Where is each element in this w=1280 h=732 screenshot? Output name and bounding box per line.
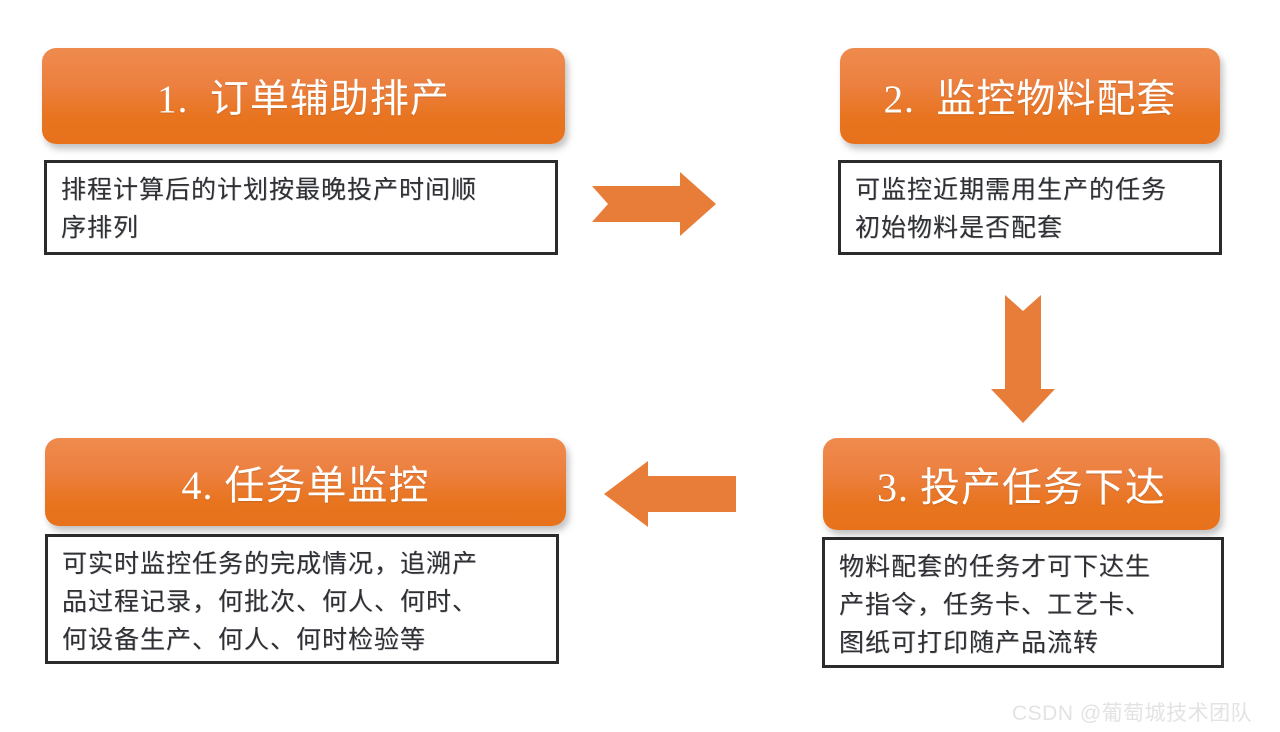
step-2-title: 2. 监控物料配套: [883, 78, 1177, 121]
step-1-description-box: 排程计算后的计划按最晚投产时间顺 序排列: [44, 160, 558, 255]
step-3-header[interactable]: 3. 投产任务下达: [823, 438, 1220, 530]
arrow-down-icon: [991, 295, 1055, 423]
step-4-title: 4. 任务单监控: [181, 463, 430, 508]
step-3-title: 3. 投产任务下达: [877, 465, 1166, 510]
step-2-description-text: 可监控近期需用生产的任务 初始物料是否配套: [855, 177, 1168, 242]
step-4-description-box: 可实时监控任务的完成情况，追溯产 品过程记录，何批次、何人、何时、 何设备生产、…: [45, 534, 559, 664]
step-2-description-box: 可监控近期需用生产的任务 初始物料是否配套: [838, 160, 1222, 255]
step-3-description-box: 物料配套的任务才可下达生 产指令，任务卡、工艺卡、 图纸可打印随产品流转: [822, 537, 1224, 668]
step-1-header[interactable]: 1. 订单辅助排产: [42, 48, 565, 144]
step-4-header[interactable]: 4. 任务单监控: [45, 438, 566, 526]
connector-1-to-2: [592, 172, 716, 236]
step-2-header[interactable]: 2. 监控物料配套: [840, 48, 1220, 144]
step-1-title: 1. 订单辅助排产: [157, 78, 450, 121]
step-3-description-text: 物料配套的任务才可下达生 产指令，任务卡、工艺卡、 图纸可打印随产品流转: [839, 554, 1152, 657]
arrow-left-icon: [604, 461, 736, 527]
connector-2-to-3: [991, 295, 1055, 423]
step-4-description-text: 可实时监控任务的完成情况，追溯产 品过程记录，何批次、何人、何时、 何设备生产、…: [62, 551, 479, 654]
step-1-description-text: 排程计算后的计划按最晚投产时间顺 序排列: [61, 177, 478, 242]
arrow-right-icon: [592, 172, 716, 236]
connector-3-to-4: [604, 461, 736, 527]
csdn-watermark: CSDN @葡萄城技术团队: [1012, 702, 1253, 725]
